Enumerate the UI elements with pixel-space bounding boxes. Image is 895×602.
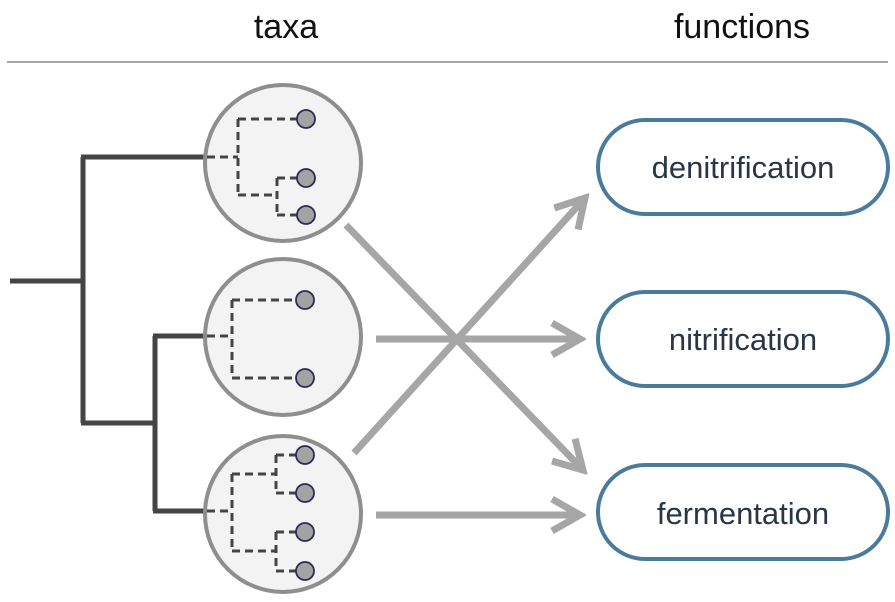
functions-header: functions: [674, 8, 810, 46]
taxon-tip: [295, 368, 315, 388]
arrow-clade-3-to-denitrification: [351, 198, 585, 456]
clade-1-circle: [203, 83, 363, 243]
clade-2-subtree: [207, 298, 304, 380]
taxon-tip: [295, 290, 315, 310]
clade-3-subtree: [207, 453, 304, 573]
arrow-clade-1-to-fermentation: [343, 222, 583, 470]
clade-1-subtree: [207, 117, 304, 217]
taxon-tip: [295, 445, 315, 465]
phylogenetic-tree: [10, 154, 207, 514]
taxon-tip: [295, 483, 315, 503]
clade-2-circle: [203, 257, 363, 417]
taxa-header: taxa: [254, 8, 318, 46]
taxon-tip: [295, 561, 315, 581]
function-fermentation: fermentation: [596, 463, 890, 561]
taxon-tip: [296, 109, 316, 129]
function-label: fermentation: [657, 496, 829, 531]
taxon-clade-1: [203, 83, 363, 243]
taxon-clade-2: [203, 257, 363, 417]
function-denitrification: denitrification: [596, 118, 890, 216]
clade-3-circle: [203, 434, 363, 594]
function-label: denitrification: [652, 150, 835, 185]
function-box: [596, 463, 890, 561]
taxon-tip: [296, 168, 316, 188]
function-box: [596, 118, 890, 216]
taxon-tip: [295, 522, 315, 542]
function-nitrification: nitrification: [596, 290, 890, 388]
function-label: nitrification: [669, 322, 817, 357]
function-box: [596, 290, 890, 388]
taxon-clade-3: [203, 434, 363, 594]
taxon-tip: [296, 205, 316, 225]
